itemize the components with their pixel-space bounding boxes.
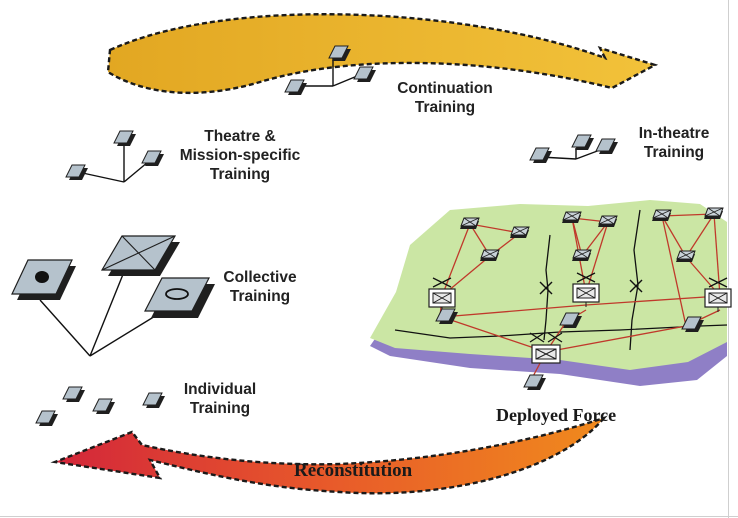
individual-training-icon xyxy=(35,386,166,427)
theatre-training-icon xyxy=(65,130,165,183)
continuation-training-label: Continuation Training xyxy=(397,80,493,116)
reconstitution-cycle-arrow xyxy=(50,415,608,495)
collective-training-label: Collective Training xyxy=(223,269,297,305)
in-theatre-training-label: In-theatre Training xyxy=(638,125,710,161)
continuation-training-icon xyxy=(284,45,377,96)
deployed-force-map xyxy=(370,200,732,391)
individual-training-label: Individual Training xyxy=(183,381,257,417)
theatre-training-label: Theatre & Mission-specific Training xyxy=(179,128,301,183)
frame-right-border xyxy=(728,0,729,518)
deployed-force-label: Deployed Force xyxy=(496,405,617,425)
in-theatre-training-icon xyxy=(529,134,619,164)
collective-training-icon xyxy=(11,235,215,357)
frame-bottom-border xyxy=(0,516,738,517)
continuation-cycle-arrow xyxy=(106,13,659,95)
reconstitution-label: Reconstitution xyxy=(294,460,413,481)
